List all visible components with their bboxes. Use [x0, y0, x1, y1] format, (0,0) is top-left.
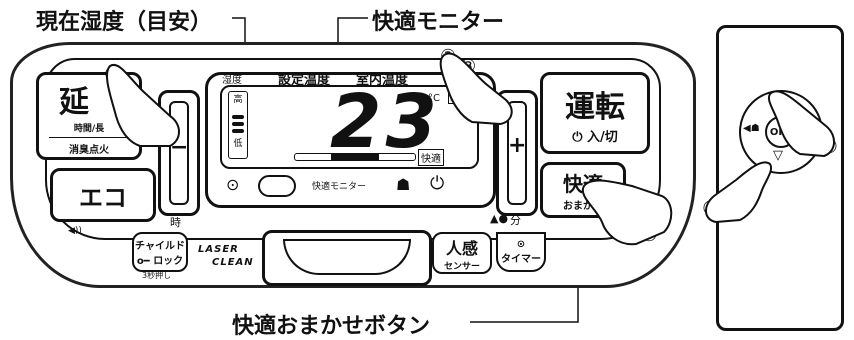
- sensor-window: [262, 230, 432, 286]
- humidity-guide-callout: 現在湿度（目安）: [36, 10, 213, 35]
- comfort-omakase-callout: 快適おまかせボタン: [232, 314, 431, 339]
- child-lock-label-1: チャイルド: [135, 241, 185, 252]
- unten-main-label: 運転: [565, 89, 625, 125]
- eco-label: エコ: [79, 183, 127, 212]
- clock-icon: ⊙: [226, 175, 240, 194]
- kaiteki-sub-label: おまかせ: [563, 201, 603, 212]
- lcd-set-temp-label: 設定温度: [278, 73, 331, 88]
- presence-icon-small: ▲●: [490, 212, 509, 225]
- lcd-humidity-label: 湿度: [222, 75, 242, 86]
- lcd-screen: 高 低 23 °C 湿度 快適: [220, 79, 479, 169]
- remote-down-icon[interactable]: ▽: [773, 148, 783, 163]
- presence-sensor-button[interactable]: 人感 センサー: [432, 232, 492, 274]
- hand-pointer-remote-down: [705, 161, 772, 224]
- laser-label: LASER: [198, 244, 239, 255]
- shoshu-label: 消臭点火: [69, 144, 109, 156]
- monitor-label: 快適モニター: [312, 182, 367, 192]
- timer-button[interactable]: ⊙ タイマー: [496, 232, 546, 272]
- humidity-high: 高: [233, 95, 243, 105]
- power-icon-lcd: ⏻: [430, 173, 445, 194]
- timer-icon: ⊙: [516, 239, 526, 250]
- celsius-unit: °C: [428, 93, 440, 104]
- unten-sub-label: 入/切: [587, 129, 618, 145]
- hand-pointer-encho: [106, 63, 180, 147]
- key-icon: o━: [136, 256, 150, 267]
- lcd-oval-indicator: [258, 175, 296, 197]
- person-icon: ☗: [396, 175, 411, 194]
- lcd-display: 湿度 設定温度 室内温度 高 低 23 °C 湿度 快適 ⊙ 快適モニター ☗ …: [205, 72, 496, 208]
- hour-label: 時: [170, 216, 181, 229]
- humidity-gauge: 高 低: [228, 91, 248, 159]
- minute-label: 分: [510, 214, 521, 227]
- comfort-monitor-callout: 快適モニター: [372, 10, 505, 35]
- jinkan-sub-label: センサー: [443, 261, 480, 272]
- timer-label: タイマー: [501, 254, 541, 265]
- child-lock-label-2: ロック: [153, 256, 184, 267]
- humidity-low: 低: [233, 139, 243, 149]
- encho-main-label: 延: [59, 84, 89, 120]
- plus-label: +: [508, 133, 527, 158]
- hand-pointer-plus: [439, 52, 513, 126]
- lcd-comfort-tag: 快適: [418, 149, 444, 166]
- child-lock-hint: 3秒押し: [142, 271, 172, 280]
- unten-button[interactable]: 運転 ⏻ 入/切: [540, 72, 650, 154]
- hand-pointer-kaiteki: [581, 179, 673, 246]
- power-icon: ⏻: [572, 129, 583, 145]
- clean-label: CLEAN: [212, 257, 254, 268]
- remote-sensor-icon[interactable]: ◀☗: [743, 123, 760, 134]
- hand-pointer-remote-up: [768, 90, 835, 158]
- encho-sub-label: 時間/長: [73, 123, 105, 134]
- lcd-room-temp-label: 室内温度: [356, 73, 409, 88]
- temperature-value: 23: [330, 79, 441, 165]
- child-lock-button[interactable]: チャイルド o━ ロック: [132, 232, 188, 272]
- eco-button[interactable]: エコ: [50, 168, 156, 222]
- jinkan-main-label: 人感: [445, 238, 478, 258]
- beep-icon: ◀)): [68, 226, 82, 236]
- comfort-monitor-bar: [294, 153, 416, 161]
